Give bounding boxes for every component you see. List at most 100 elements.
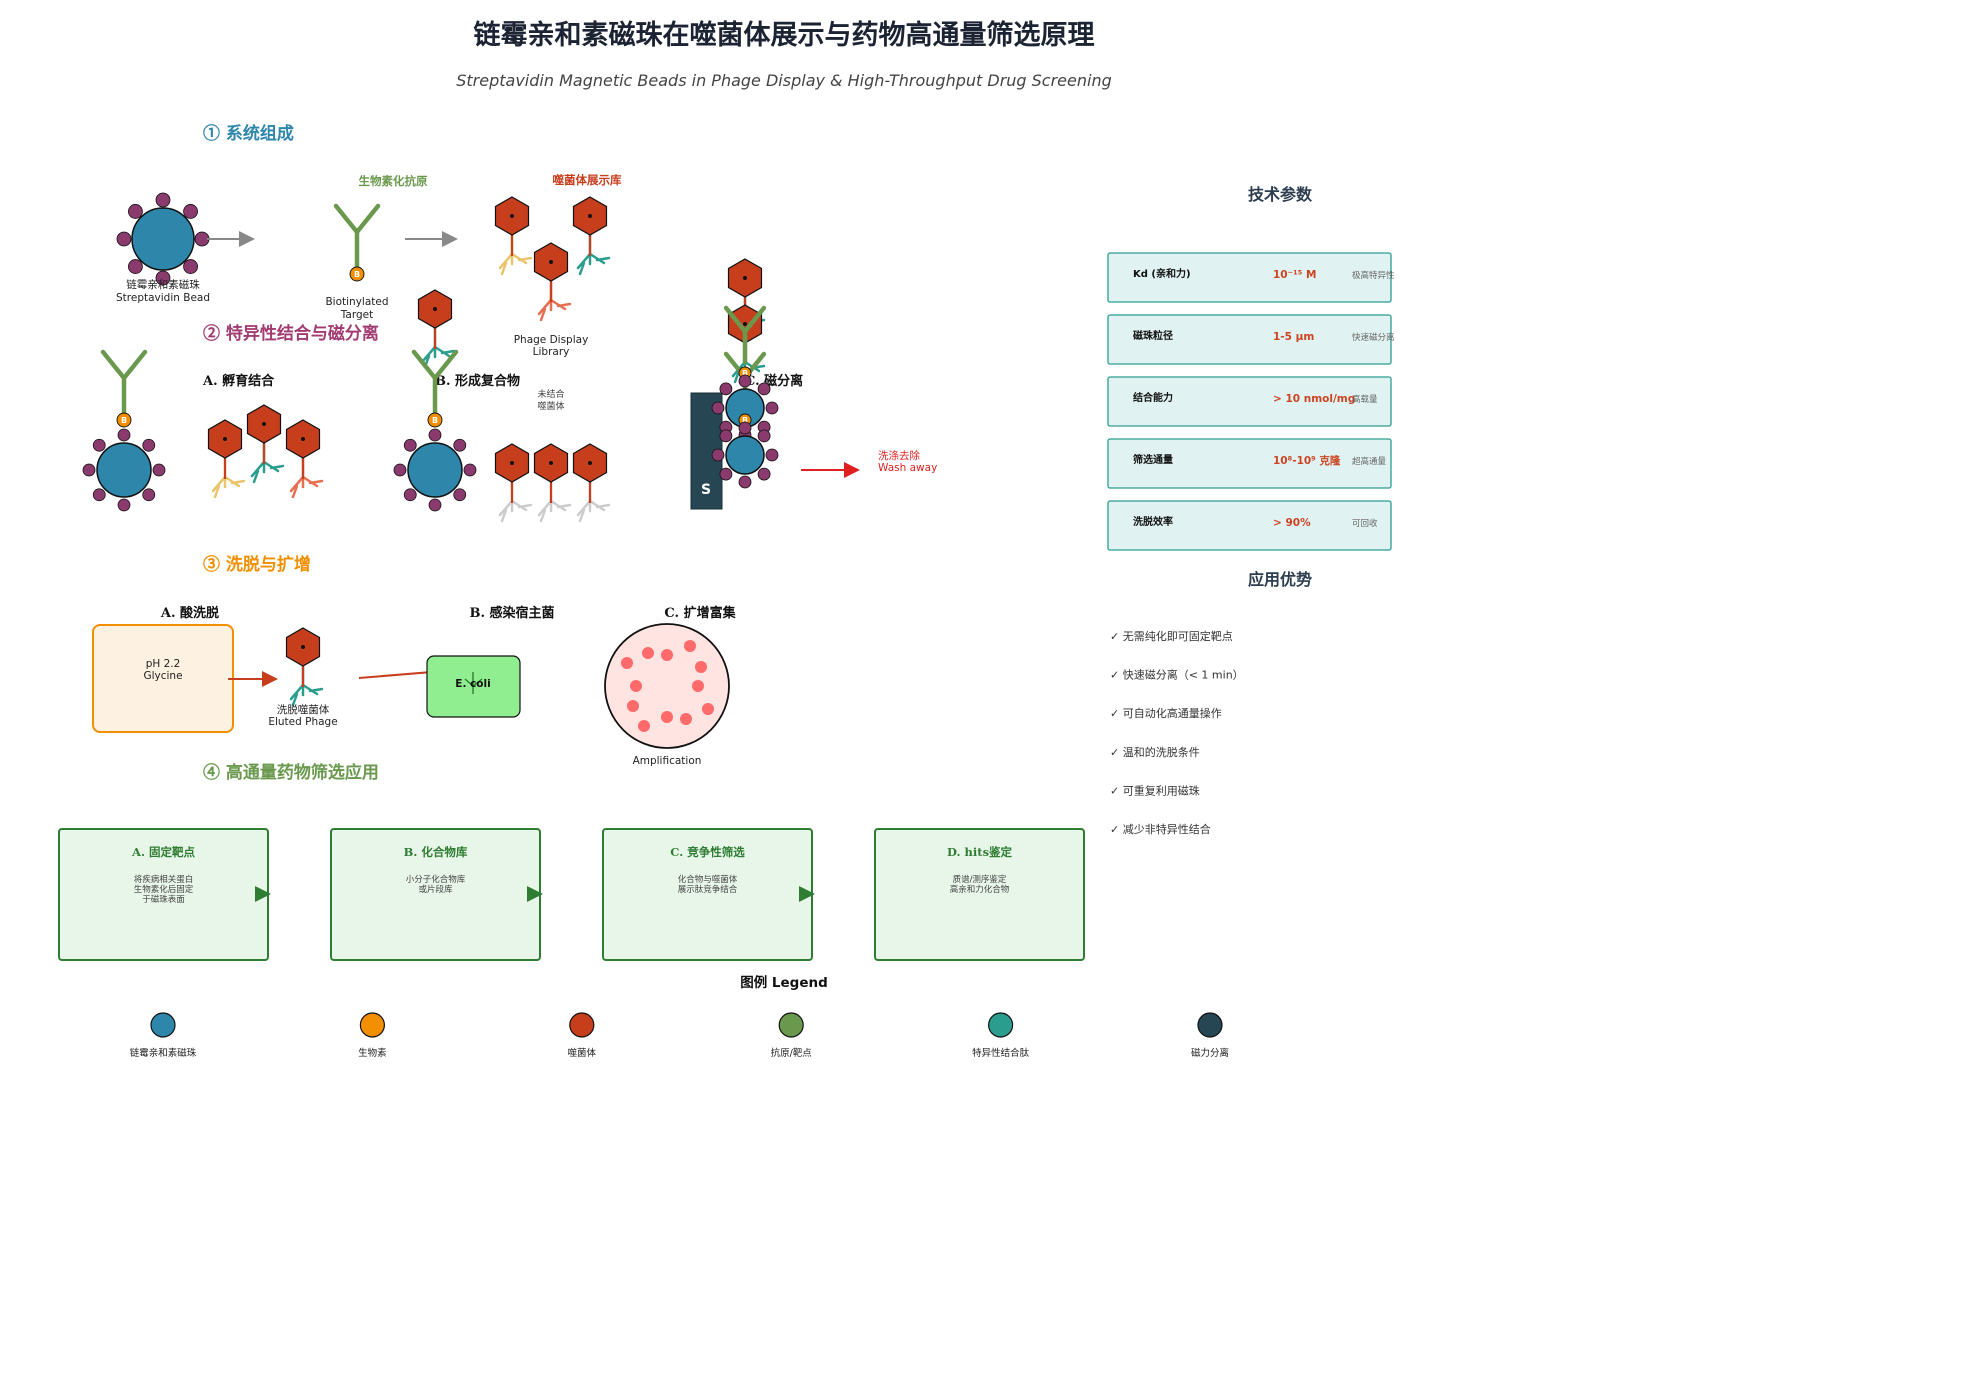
antigen-arm-icon <box>121 349 148 381</box>
streptavidin-dot-icon <box>82 463 96 477</box>
buffer-name-label: Glycine <box>143 670 182 682</box>
phage-icon <box>494 443 533 523</box>
colony-icon <box>661 711 673 723</box>
colony-icon <box>661 649 673 661</box>
phage-tail-icon <box>250 440 285 484</box>
screening-card-desc: 或片段库 <box>418 884 453 895</box>
bead-label-en: Streptavidin Bead <box>116 292 210 304</box>
phage-dna-icon <box>549 260 553 264</box>
biotin-letter: B <box>432 416 438 425</box>
streptavidin-dot-icon <box>757 429 771 443</box>
phage-dna-icon <box>549 461 553 465</box>
phage-icon <box>417 289 456 369</box>
streptavidin-dot-icon <box>152 463 166 477</box>
phage-dna-icon <box>262 422 266 426</box>
tech-param-value: > 90% <box>1273 517 1311 529</box>
streptavidin-bead-icon <box>711 421 779 489</box>
streptavidin-dot-icon <box>711 401 725 415</box>
phage-icon <box>533 443 572 523</box>
streptavidin-dot-icon <box>453 488 467 502</box>
screening-card-title: B. 化合物库 <box>404 845 468 859</box>
streptavidin-dot-icon <box>428 498 442 512</box>
tech-param-box <box>1107 252 1392 303</box>
screening-card <box>874 828 1085 961</box>
magnet-label: S <box>701 482 711 498</box>
streptavidin-dot-icon <box>117 428 131 442</box>
biotin-letter: B <box>121 416 127 425</box>
advantage-item: ✓ 减少非特异性结合 <box>1110 822 1211 836</box>
bead-core-icon <box>407 442 463 498</box>
streptavidin-dot-icon <box>128 204 143 219</box>
bead-core-icon <box>725 435 765 475</box>
screening-card-desc: 生物素化后固定 <box>134 884 194 895</box>
legend-swatch-icon <box>778 1012 804 1038</box>
screening-card-title: A. 固定靶点 <box>131 845 195 859</box>
phage-icon <box>285 419 324 499</box>
antigen-label-en-1: Biotinylated <box>325 296 388 308</box>
tech-param-value: 1-5 μm <box>1273 331 1314 343</box>
streptavidin-dot-icon <box>757 467 771 481</box>
phage-icon <box>207 419 246 499</box>
section2-heading: ② 特异性结合与磁分离 <box>203 323 379 344</box>
antigen-arm-icon <box>354 203 381 235</box>
streptavidin-dot-icon <box>765 401 779 415</box>
section4-heading: ④ 高通量药物筛选应用 <box>203 762 379 783</box>
amplification-label: Amplification <box>633 755 702 767</box>
tech-panel-heading: 技术参数 <box>1248 185 1313 204</box>
streptavidin-dot-icon <box>719 467 733 481</box>
screening-card-desc: 小分子化合物库 <box>406 874 466 885</box>
phage-tail-icon <box>498 479 533 523</box>
screening-card-desc: 展示肽竞争结合 <box>678 884 738 895</box>
legend-label: 噬菌体 <box>568 1047 597 1059</box>
biotinylated-antigen-icon <box>100 349 148 415</box>
phage-tail-icon <box>576 479 611 523</box>
biotin-icon: B <box>116 412 132 428</box>
legend-swatch-icon <box>987 1012 1014 1038</box>
advantage-list: ✓ 无需纯化即可固定靶点✓ 快速磁分离（< 1 min）✓ 可自动化高通量操作✓… <box>1110 629 1244 836</box>
streptavidin-dot-icon <box>155 270 171 286</box>
eluted-phage-label-cn: 洗脱噬菌体 <box>277 703 330 716</box>
streptavidin-bead-icon <box>82 428 166 512</box>
tech-param-label: Kd (亲和力) <box>1133 267 1191 280</box>
step-3a-label: A. 酸洗脱 <box>160 605 219 621</box>
antigen-header: 生物素化抗原 <box>359 174 428 188</box>
phage-icon <box>572 196 611 276</box>
page-title: 链霉亲和素磁珠在噬菌体展示与药物高通量筛选原理 <box>474 19 1095 51</box>
colony-icon <box>642 647 654 659</box>
streptavidin-dot-icon <box>194 231 210 247</box>
unbound-phage-label-1: 未结合 <box>537 388 564 400</box>
bead-label-cn: 链霉亲和素磁珠 <box>126 278 200 291</box>
colony-icon <box>684 640 696 652</box>
colony-icon <box>702 703 714 715</box>
legend-heading: 图例 Legend <box>740 974 828 991</box>
advantage-item: ✓ 可自动化高通量操作 <box>1110 706 1222 720</box>
phage-dna-icon <box>301 645 305 649</box>
streptavidin-dot-icon <box>428 428 442 442</box>
tech-param-note: 快速磁分离 <box>1352 332 1395 343</box>
colony-icons <box>621 640 714 732</box>
bead-core-icon <box>131 207 195 271</box>
biotin-dot-icon <box>116 412 132 428</box>
legend-label: 生物素 <box>358 1047 387 1059</box>
advantages-heading: 应用优势 <box>1248 570 1312 589</box>
colony-icon <box>630 680 642 692</box>
streptavidin-dot-icon <box>116 231 132 247</box>
antigen-arm-icon <box>333 203 360 235</box>
streptavidin-dot-icon <box>92 438 106 452</box>
streptavidin-dot-icon <box>719 429 733 443</box>
biotin-dot-icon <box>349 266 365 282</box>
tech-param-label: 洗脱效率 <box>1133 515 1173 528</box>
phage-tail-icon <box>576 232 611 276</box>
screening-card-desc: 质谱/测序鉴定 <box>953 874 1007 885</box>
tech-param-label: 结合能力 <box>1133 391 1173 404</box>
streptavidin-dot-icon <box>403 488 417 502</box>
streptavidin-dot-icon <box>155 192 171 208</box>
phage-dna-icon <box>743 322 747 326</box>
colony-icon <box>638 720 650 732</box>
streptavidin-dot-icon <box>393 463 407 477</box>
colony-icon <box>627 700 639 712</box>
phage-dna-icon <box>510 461 514 465</box>
tech-param-note: 高载量 <box>1352 394 1378 405</box>
legend-swatch-icon <box>359 1012 385 1038</box>
biotin-letter: B <box>742 369 748 378</box>
